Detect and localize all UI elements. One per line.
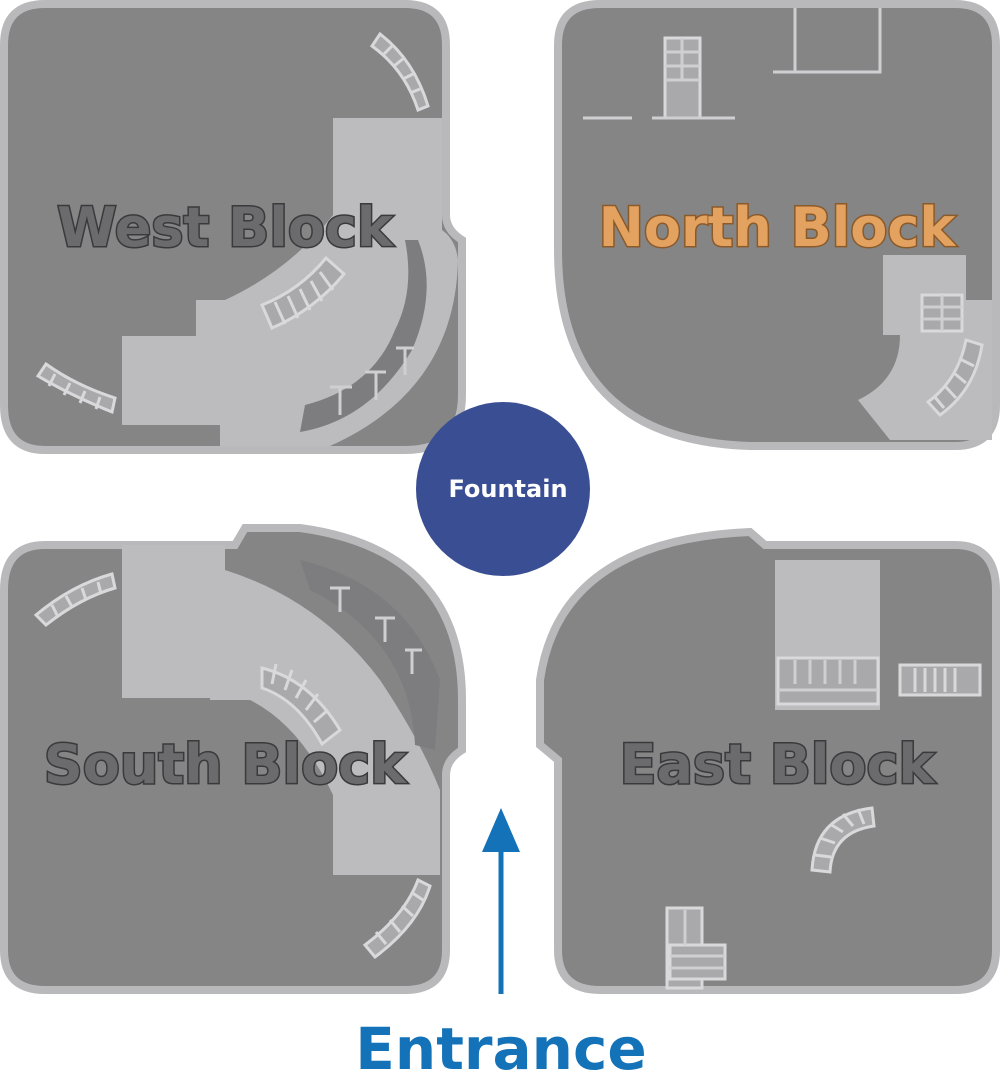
north-block-label: North Block [599, 196, 957, 259]
west-block[interactable]: West Block [0, 0, 466, 454]
east-block-label: East Block [620, 733, 936, 796]
east-stairs-bottom [665, 906, 727, 990]
west-stairs-center [260, 255, 347, 330]
south-hallway [122, 545, 440, 875]
north-top-room [773, 8, 882, 74]
south-block-label: South Block [44, 733, 407, 796]
north-elevator [583, 36, 735, 120]
fountain[interactable]: Fountain [416, 402, 590, 576]
east-stairs-curved [810, 806, 876, 874]
south-stairs-center [260, 663, 342, 747]
north-block[interactable]: North Block [554, 0, 1000, 450]
south-block[interactable]: South Block [0, 524, 466, 994]
east-block-outline [536, 527, 1000, 994]
entrance-label: Entrance [355, 1015, 646, 1074]
west-stairs-bottom [35, 361, 117, 415]
fountain-circle [416, 402, 590, 576]
arrow-up-icon [482, 808, 520, 994]
west-inner-wing [300, 240, 427, 432]
south-stairs-top [33, 572, 117, 628]
north-stairs [920, 293, 984, 417]
west-rooms [330, 346, 414, 415]
south-stairs-bottom [362, 877, 432, 960]
entrance[interactable]: Entrance [355, 808, 647, 1074]
west-hallway [122, 118, 458, 446]
west-stairs-top [369, 31, 430, 112]
east-block[interactable]: East Block [536, 527, 1000, 994]
east-stairs-top [776, 656, 982, 706]
west-block-label: West Block [57, 196, 394, 259]
south-rooms [330, 586, 422, 674]
fountain-label: Fountain [448, 475, 567, 503]
